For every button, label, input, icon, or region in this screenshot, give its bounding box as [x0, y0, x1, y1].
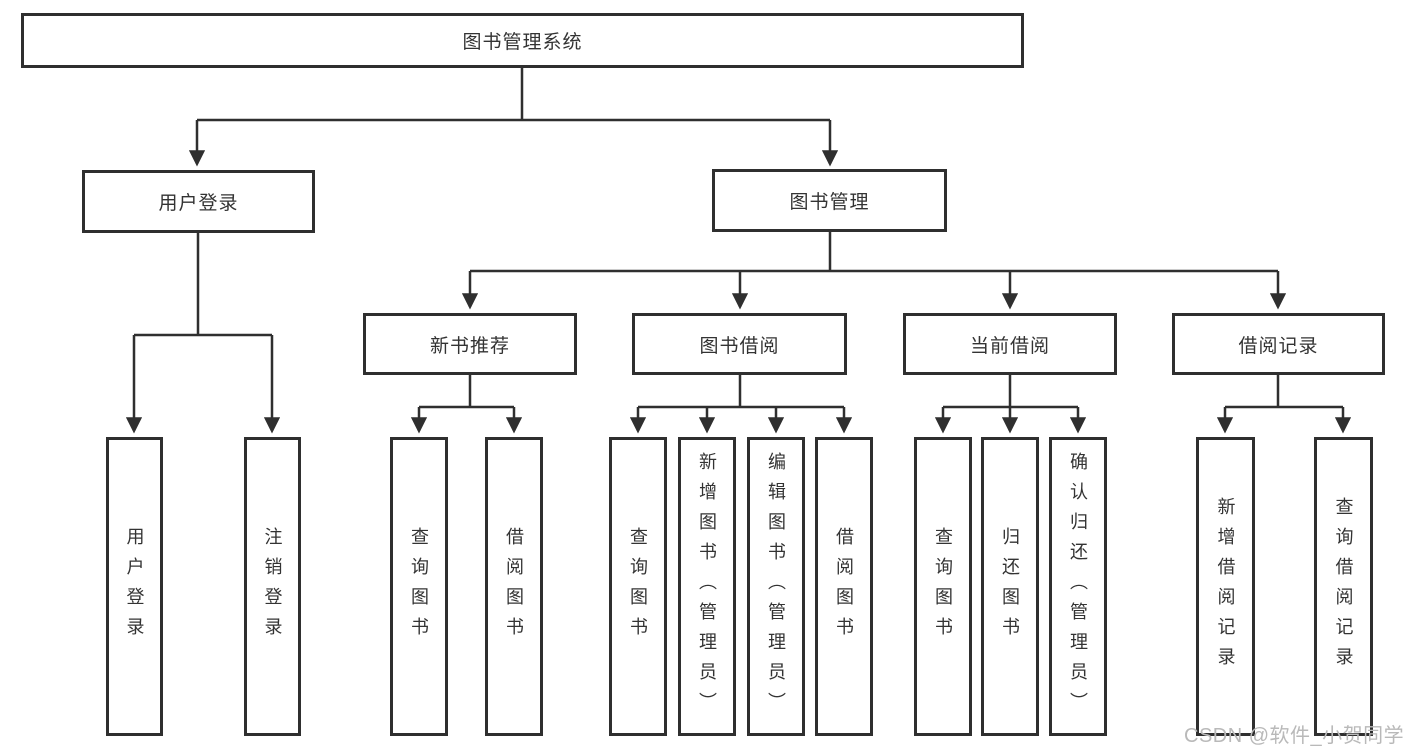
- leaf-query-borrow-record: 查询借阅记录: [1314, 437, 1373, 736]
- leaf-borrow-books-1: 借阅图书: [485, 437, 543, 736]
- leaf-logout: 注销登录: [244, 437, 301, 736]
- leaf-add-book-admin-label: 新增图书（管理员）: [697, 451, 717, 722]
- leaf-add-book-admin: 新增图书（管理员）: [678, 437, 736, 736]
- node-new-book-recommend: 新书推荐: [363, 313, 577, 375]
- leaf-query-books-2-label: 查询图书: [628, 526, 648, 647]
- leaf-add-borrow-record: 新增借阅记录: [1196, 437, 1255, 736]
- leaf-edit-book-admin-label: 编辑图书（管理员）: [766, 451, 786, 722]
- leaf-user-login-label: 用户登录: [124, 526, 145, 647]
- leaf-user-login: 用户登录: [106, 437, 163, 736]
- node-root-label: 图书管理系统: [462, 32, 583, 53]
- node-current-borrow: 当前借阅: [903, 313, 1117, 375]
- node-user-login: 用户登录: [82, 170, 315, 233]
- node-user-login-label: 用户登录: [158, 193, 239, 214]
- node-book-borrow: 图书借阅: [632, 313, 847, 375]
- leaf-confirm-return-admin: 确认归还（管理员）: [1049, 437, 1107, 736]
- node-borrow-records: 借阅记录: [1172, 313, 1385, 375]
- arrow-connectors: [125, 120, 1352, 434]
- leaf-query-books-3: 查询图书: [914, 437, 972, 736]
- leaf-return-book-label: 归还图书: [1000, 526, 1020, 647]
- node-new-book-recommend-label: 新书推荐: [429, 335, 510, 357]
- node-book-management: 图书管理: [712, 169, 947, 232]
- leaf-borrow-books-1-label: 借阅图书: [504, 526, 524, 647]
- leaf-query-borrow-record-label: 查询借阅记录: [1333, 496, 1354, 677]
- leaf-return-book: 归还图书: [981, 437, 1039, 736]
- leaf-borrow-books-2: 借阅图书: [815, 437, 873, 736]
- watermark: CSDN @软件_小贺同学: [1184, 725, 1405, 747]
- node-root: 图书管理系统: [21, 13, 1024, 68]
- node-book-management-label: 图书管理: [789, 192, 870, 213]
- leaf-query-books-2: 查询图书: [609, 437, 667, 736]
- node-book-borrow-label: 图书借阅: [699, 335, 780, 357]
- leaf-borrow-books-2-label: 借阅图书: [834, 526, 854, 647]
- leaf-edit-book-admin: 编辑图书（管理员）: [747, 437, 805, 736]
- leaf-query-books-3-label: 查询图书: [933, 526, 953, 647]
- node-current-borrow-label: 当前借阅: [969, 335, 1050, 357]
- leaf-query-books-1: 查询图书: [390, 437, 448, 736]
- leaf-logout-label: 注销登录: [262, 526, 283, 647]
- node-borrow-records-label: 借阅记录: [1238, 335, 1319, 357]
- leaf-add-borrow-record-label: 新增借阅记录: [1215, 496, 1236, 677]
- leaf-confirm-return-admin-label: 确认归还（管理员）: [1068, 451, 1088, 722]
- leaf-query-books-1-label: 查询图书: [409, 526, 429, 647]
